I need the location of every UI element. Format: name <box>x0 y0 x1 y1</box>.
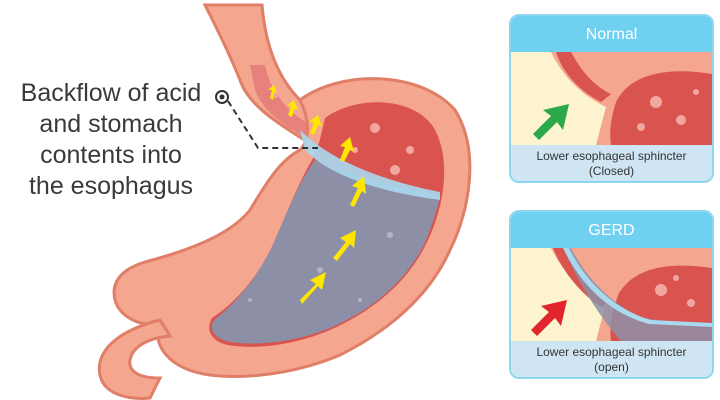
normal-sphincter-art <box>511 52 712 145</box>
backflow-arrow <box>333 230 356 261</box>
duodenum <box>97 318 173 400</box>
backflow-arrow <box>309 115 322 135</box>
backflow-arrow <box>300 272 326 304</box>
backflow-arrow <box>350 176 366 207</box>
backflow-arrow <box>340 137 354 162</box>
callout-marker <box>215 90 229 104</box>
caption-line: Lower esophageal sphincter <box>536 345 687 359</box>
panel-title: Normal <box>511 16 712 52</box>
callout-marker-dot <box>219 94 225 100</box>
backflow-arrows <box>268 85 366 304</box>
bubble <box>387 232 393 238</box>
panel-caption: Lower esophageal sphincter (Closed) <box>511 145 712 181</box>
bubble <box>406 146 414 154</box>
backflow-callout: Backflow of acid and stomach contents in… <box>0 78 222 202</box>
callout-line: Backflow of acid <box>20 79 202 107</box>
bubble <box>390 165 400 175</box>
gerd-arrow-icon <box>531 300 567 336</box>
callout-leader <box>227 100 318 149</box>
acid-fluid <box>211 160 440 344</box>
gerd-sphincter-art <box>511 248 712 341</box>
caption-line: Lower esophageal sphincter <box>536 149 687 163</box>
panel-caption: Lower esophageal sphincter (open) <box>511 341 712 377</box>
panel-title: GERD <box>511 212 712 248</box>
gerd-panel: GERD Lower esophageal sphincter (open) <box>509 210 714 379</box>
caption-line: (Closed) <box>588 164 635 178</box>
acid-surface <box>300 130 440 200</box>
bubble <box>370 123 380 133</box>
callout-line: and stomach <box>39 110 183 138</box>
bubble <box>317 267 323 273</box>
callout-line: contents into <box>40 141 182 169</box>
bubble <box>358 298 362 302</box>
backflow-arrow <box>268 85 277 100</box>
caption-line: (open) <box>594 360 629 374</box>
backflow-arrow <box>287 100 298 117</box>
bubble <box>248 298 252 302</box>
normal-arrow-icon <box>533 104 569 140</box>
normal-panel: Normal Lower esophageal sphincter (Close… <box>509 14 714 183</box>
callout-line: the esophagus <box>28 172 194 200</box>
